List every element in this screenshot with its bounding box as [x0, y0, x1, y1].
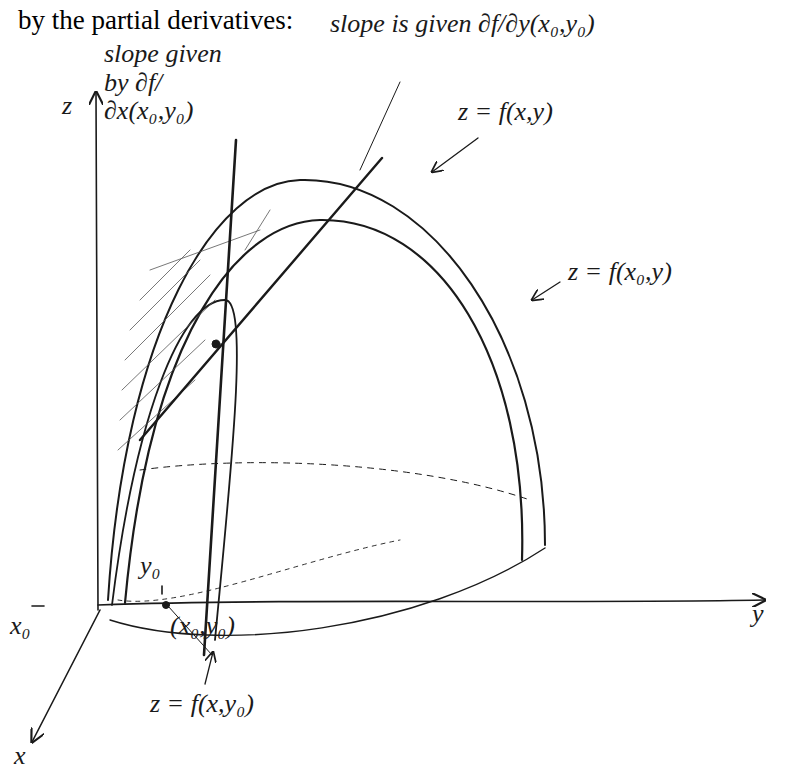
leader-line [205, 652, 213, 684]
tick-mark [161, 586, 163, 594]
tick-mark [32, 605, 44, 607]
tangent-point [212, 340, 220, 348]
handwritten-label: slope is given ∂f/∂y(x₀,y₀) [330, 10, 610, 39]
handwritten-label: x [14, 742, 26, 771]
trace-curve [112, 300, 237, 640]
handwritten-label: x₀ [10, 612, 31, 641]
leader-line [360, 82, 400, 170]
leader-line [532, 282, 560, 300]
y-axis [98, 600, 765, 605]
handwritten-label: z [62, 92, 72, 121]
leader-line [432, 138, 478, 172]
handwritten-label: y [752, 600, 764, 629]
z-axis [96, 92, 98, 610]
handwritten-label: slope given by ∂f/∂x(x₀,y₀) [104, 40, 232, 126]
handwritten-label: y₀ [140, 552, 161, 581]
handwritten-label: z = f(x₀,y) [568, 258, 672, 287]
hatching [118, 210, 270, 450]
handwritten-label: z = f(x,y) [458, 98, 553, 127]
handwritten-label: z = f(x,y₀) [150, 690, 254, 719]
base-point [163, 602, 170, 609]
handwritten-label: (x₀,y₀) [170, 612, 235, 641]
heading-text: by the partial derivatives: [18, 6, 293, 36]
tangent-line [140, 158, 382, 440]
hidden-edge [140, 463, 530, 500]
x-axis [32, 610, 100, 742]
surface-arch [108, 180, 545, 600]
tangent-line [204, 140, 236, 655]
hidden-edge [118, 540, 400, 601]
trace-curve [125, 220, 522, 603]
